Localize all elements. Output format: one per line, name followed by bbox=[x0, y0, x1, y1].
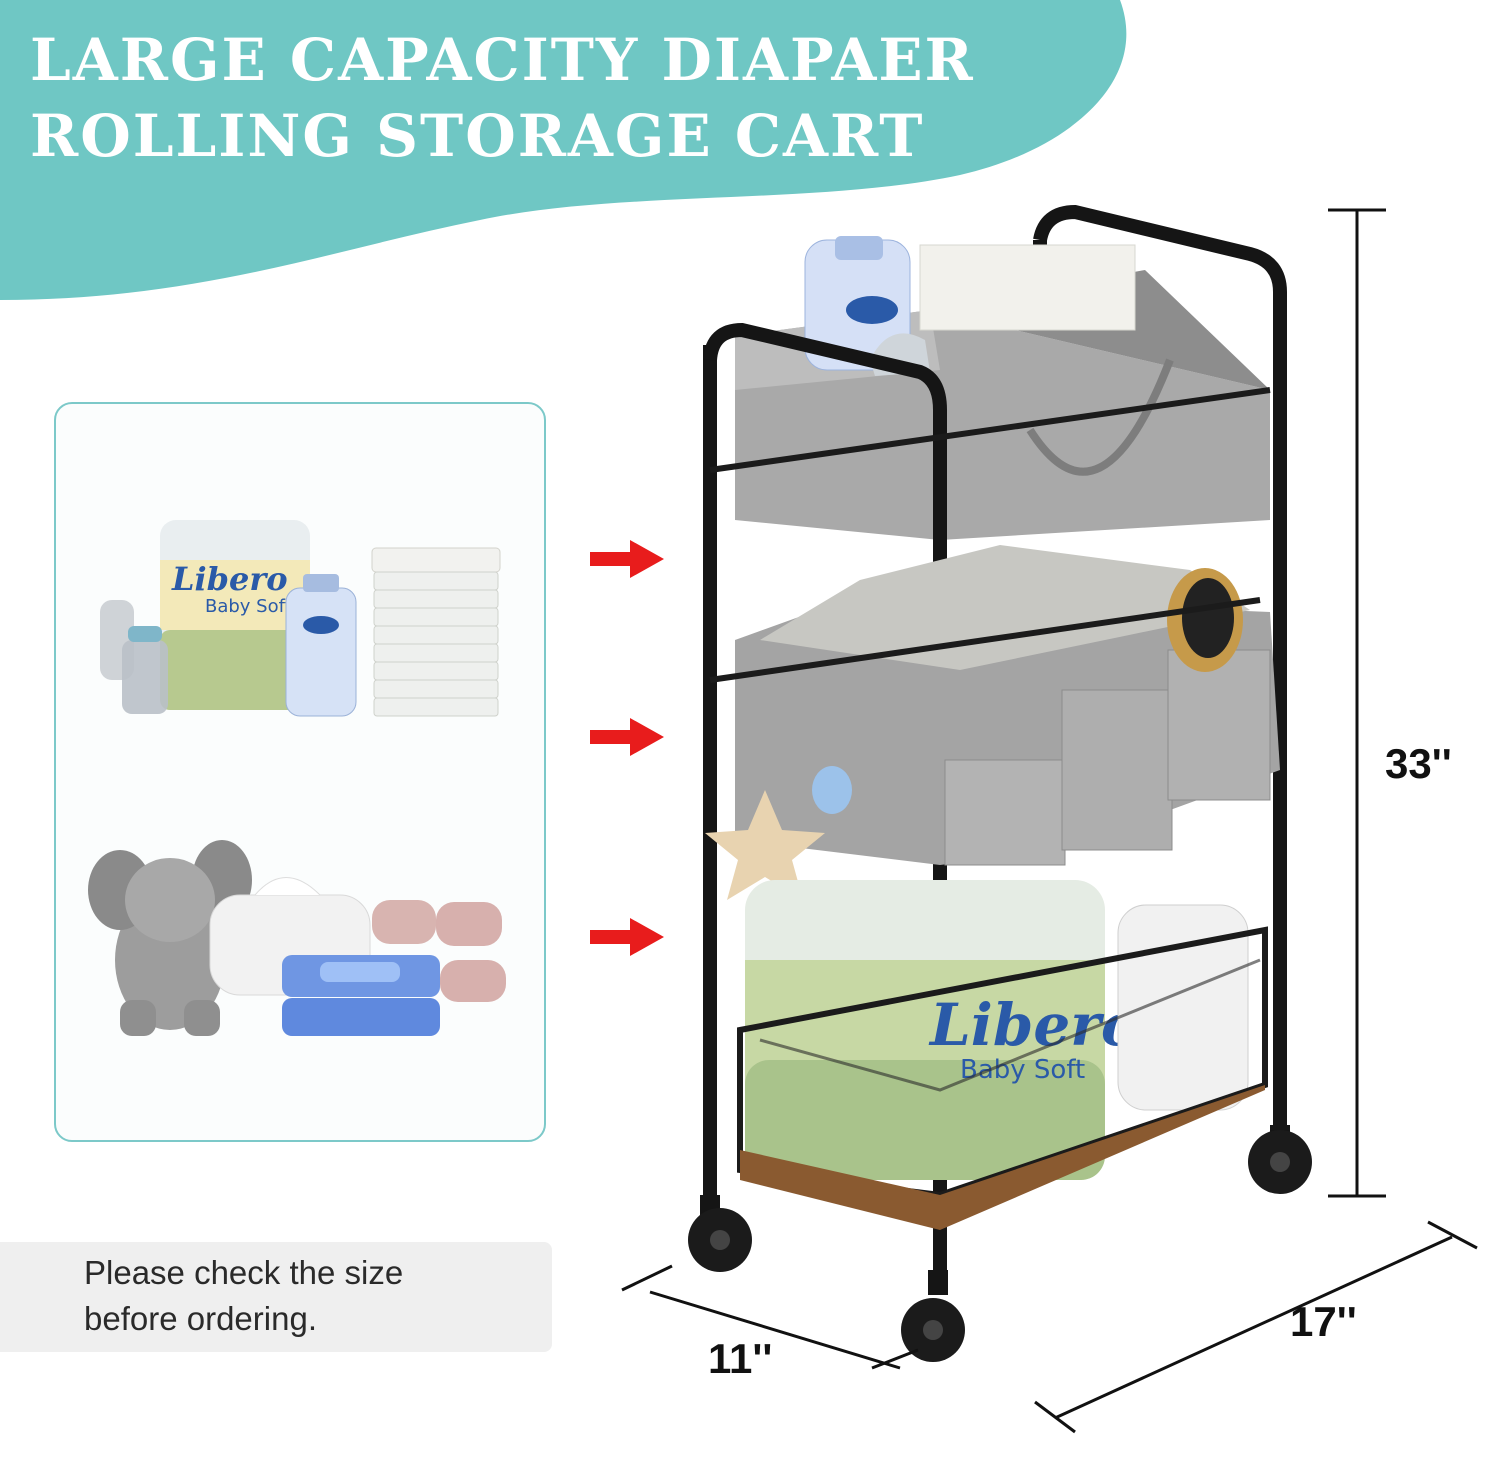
width-dimension-label: 17'' bbox=[1290, 1298, 1357, 1345]
star-toy-icon bbox=[705, 790, 825, 900]
plush-and-wipes-group bbox=[88, 840, 506, 1036]
brand-small-sub-label: Baby Soft bbox=[205, 596, 292, 617]
caster-wheel-front-left bbox=[688, 1195, 752, 1272]
caster-wheel-front-right bbox=[901, 1270, 965, 1362]
powder-bottle-small bbox=[285, 587, 357, 717]
dimension-line-height bbox=[1328, 208, 1386, 1198]
title-banner-background bbox=[0, 0, 1127, 300]
page-title: LARGE CAPACITY DIAPAER ROLLING STORAGE C… bbox=[30, 22, 1080, 174]
brand-large-label: Libero bbox=[928, 991, 1140, 1059]
baby-supplies-group: Libero Baby Soft bbox=[100, 520, 501, 717]
pacifier-icon bbox=[812, 766, 852, 814]
size-note-line-2: before ordering. bbox=[84, 1300, 317, 1337]
size-note-text: Please check the size before ordering. bbox=[84, 1250, 544, 1342]
size-note-box bbox=[0, 1242, 552, 1352]
brand-small-label: Libero bbox=[171, 560, 288, 598]
diaper-stack-small bbox=[371, 547, 501, 717]
arrow-icon-top bbox=[590, 540, 664, 578]
dimension-line-width bbox=[1034, 1220, 1478, 1434]
bottom-mesh-basket: Libero Baby Soft bbox=[737, 880, 1268, 1230]
size-note-line-1: Please check the size bbox=[84, 1254, 404, 1291]
dimension-line-depth bbox=[621, 1264, 919, 1370]
arrow-icon-bottom bbox=[590, 918, 664, 956]
depth-dimension-label: 11'' bbox=[708, 1335, 773, 1382]
arrow-icon-middle bbox=[590, 718, 664, 756]
height-dimension-label: 33'' bbox=[1385, 740, 1452, 787]
brand-large-sub-label: Baby Soft bbox=[960, 1055, 1085, 1085]
title-line-2: ROLLING STORAGE CART bbox=[30, 102, 925, 170]
caster-wheel-back-right bbox=[1248, 1125, 1312, 1194]
sippy-cup bbox=[122, 640, 168, 714]
title-line-1: LARGE CAPACITY DIAPAER bbox=[30, 26, 975, 94]
rolling-cart: Libero Baby Soft bbox=[688, 204, 1312, 1362]
towel-roll bbox=[372, 900, 436, 944]
